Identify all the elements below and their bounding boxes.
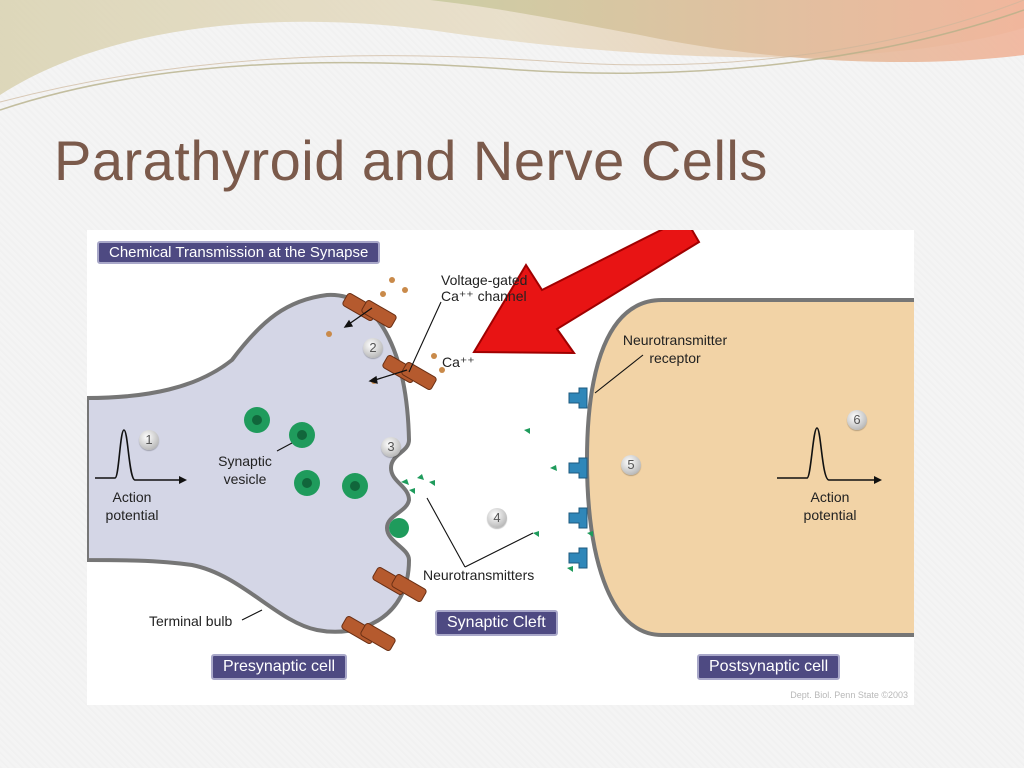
- action-potential-pre-label-line2: potential: [105, 507, 159, 523]
- neurotransmitters-label: Neurotransmitters: [423, 567, 535, 583]
- postsynaptic-cell-label: Postsynaptic cell: [697, 654, 841, 680]
- terminal-bulb-label: Terminal bulb: [149, 613, 233, 629]
- presynaptic-cell-label: Presynaptic cell: [211, 654, 348, 680]
- step-marker-6: 6: [847, 410, 867, 430]
- ca-flow-arrows: [343, 307, 408, 384]
- synaptic-vesicle-label-line1: Synaptic: [218, 453, 272, 469]
- receptor-icon: [568, 387, 588, 569]
- vesicle-icon: [244, 407, 368, 499]
- synaptic-vesicle-label-line2: vesicle: [223, 471, 267, 487]
- voltage-gated-label-line1: Voltage-gated: [441, 272, 528, 288]
- neurotransmitter-receptor-label-line1: Neurotransmitter: [622, 332, 728, 348]
- step-marker-4: 4: [487, 508, 507, 528]
- voltage-gated-label-line2: Ca⁺⁺ channel: [441, 288, 527, 304]
- synapse-diagram: Chemical Transmission at the Synapse Vol…: [87, 230, 914, 705]
- step-marker-2: 2: [363, 338, 383, 358]
- decorative-swoosh: [0, 0, 1024, 111]
- neurotransmitter-receptor-label-line2: receptor: [649, 350, 701, 366]
- spike-arrowheads: [179, 476, 882, 484]
- ca-ions-label: Ca⁺⁺: [442, 354, 475, 370]
- step-marker-5: 5: [621, 455, 641, 475]
- synapse-diagram-graphic: [87, 230, 914, 651]
- action-potential-post-label-line1: Action: [810, 489, 850, 505]
- step-marker-1: 1: [139, 430, 159, 450]
- action-potential-post-label-line2: potential: [803, 507, 857, 523]
- leader-lines: [241, 301, 644, 621]
- spike-waveform-icon: [95, 427, 877, 481]
- released-neurotransmitters: [401, 428, 593, 572]
- action-potential-pre-label-line1: Action: [112, 489, 152, 505]
- presynaptic-cell-body: [87, 292, 412, 634]
- slide-title: Parathyroid and Nerve Cells: [54, 129, 768, 192]
- diagram-heading: Chemical Transmission at the Synapse: [97, 241, 381, 264]
- ca-channel-icon: [341, 293, 437, 651]
- red-arrow-icon: [472, 230, 701, 355]
- credit-text: Dept. Biol. Penn State ©2003: [790, 690, 908, 700]
- fusing-vesicle: [389, 518, 409, 538]
- synaptic-cleft-label: Synaptic Cleft: [435, 610, 558, 636]
- step-marker-3: 3: [381, 437, 401, 457]
